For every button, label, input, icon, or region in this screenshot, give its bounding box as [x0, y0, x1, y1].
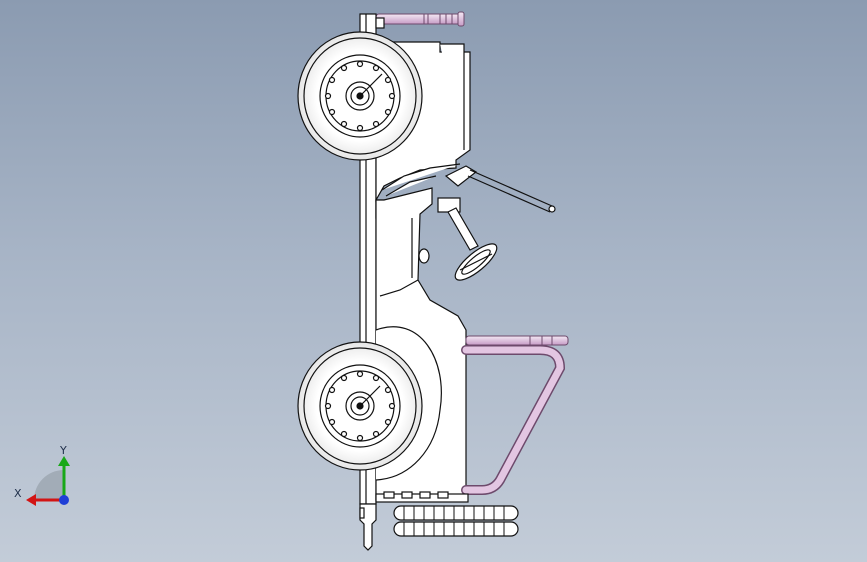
steering-assembly[interactable]	[437, 165, 556, 286]
coordinate-triad: Y X	[14, 444, 70, 506]
rear-handle-tube[interactable]	[461, 335, 569, 495]
y-axis-label: Y	[59, 444, 67, 457]
x-axis-label: X	[14, 487, 22, 500]
rear-wheel[interactable]	[297, 341, 423, 471]
z-axis-dot-icon	[59, 495, 69, 505]
tread-strip[interactable]	[393, 505, 519, 537]
triad-plane-icon	[34, 470, 64, 500]
top-handlebar[interactable]	[375, 11, 465, 27]
front-wheel[interactable]	[297, 31, 423, 161]
footplate[interactable]	[359, 491, 469, 551]
